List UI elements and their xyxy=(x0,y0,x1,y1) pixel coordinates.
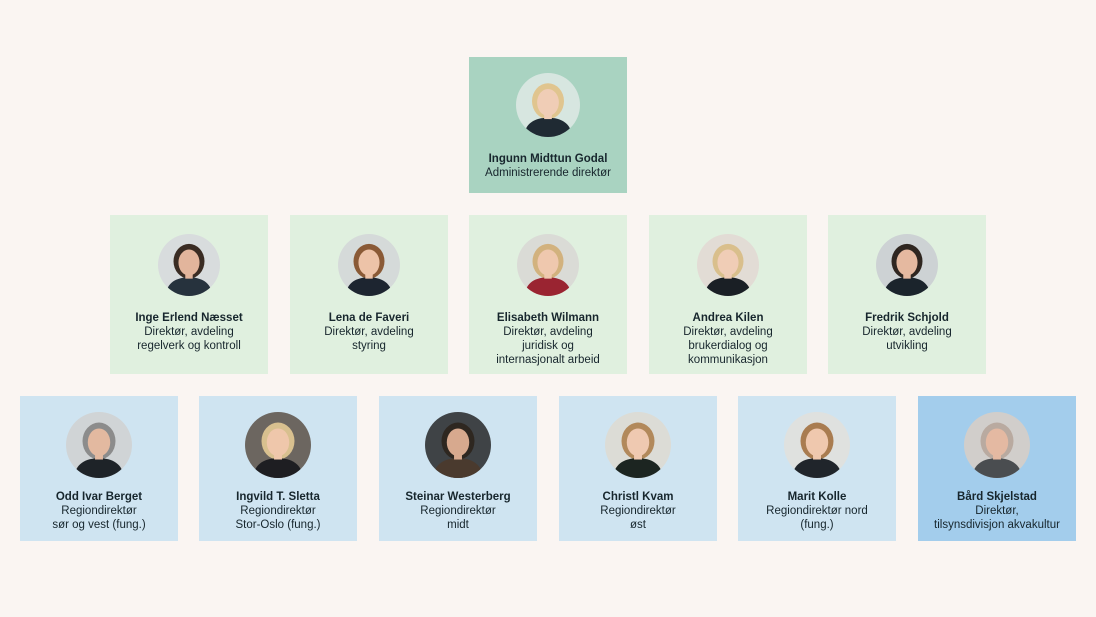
avatar xyxy=(964,412,1030,478)
avatar xyxy=(876,234,938,296)
avatar xyxy=(158,234,220,296)
org-card-region: Odd Ivar Berget Regiondirektør sør og ve… xyxy=(20,396,178,541)
portrait-face xyxy=(178,249,200,276)
person-name: Ingunn Midttun Godal xyxy=(488,153,608,165)
portrait-photo xyxy=(517,234,579,296)
avatar xyxy=(425,412,491,478)
portrait-clothing xyxy=(883,277,931,296)
person-name: Marit Kolle xyxy=(787,491,847,503)
org-card-region: Ingvild T. Sletta Regiondirektør Stor-Os… xyxy=(199,396,357,541)
person-title: internasjonalt arbeid xyxy=(496,354,600,366)
person-title: Regiondirektør xyxy=(61,505,137,517)
person-title: Regiondirektør xyxy=(240,505,316,517)
person-title: Regiondirektør xyxy=(420,505,496,517)
person-title: øst xyxy=(630,519,646,531)
org-card-department: Fredrik Schjold Direktør, avdeling utvik… xyxy=(828,215,986,374)
person-title: tilsynsdivisjon akvakultur xyxy=(934,519,1060,531)
person-title: Direktør, avdeling xyxy=(324,326,414,338)
portrait-face xyxy=(87,428,111,457)
person-title: Direktør, avdeling xyxy=(144,326,234,338)
portrait-photo xyxy=(876,234,938,296)
avatar xyxy=(338,234,400,296)
person-title: regelverk og kontroll xyxy=(137,340,241,352)
portrait-clothing xyxy=(523,117,573,137)
portrait-face xyxy=(266,428,290,457)
person-name: Andrea Kilen xyxy=(692,312,764,324)
portrait-photo xyxy=(964,412,1030,478)
person-title: Regiondirektør nord xyxy=(766,505,868,517)
org-card-department: Elisabeth Wilmann Direktør, avdeling jur… xyxy=(469,215,627,374)
org-card-department: Lena de Faveri Direktør, avdeling styrin… xyxy=(290,215,448,374)
portrait-photo xyxy=(516,73,580,137)
org-card-department: Andrea Kilen Direktør, avdeling brukerdi… xyxy=(649,215,807,374)
person-name: Lena de Faveri xyxy=(328,312,410,324)
person-name: Fredrik Schjold xyxy=(865,312,949,324)
portrait-photo xyxy=(425,412,491,478)
person-title: Regiondirektør xyxy=(600,505,676,517)
person-title: juridisk og xyxy=(522,340,574,352)
org-card-region: Steinar Westerberg Regiondirektør midt xyxy=(379,396,537,541)
org-card-region: Christl Kvam Regiondirektør øst xyxy=(559,396,717,541)
portrait-face xyxy=(626,428,650,457)
portrait-clothing xyxy=(791,458,843,478)
avatar xyxy=(516,73,580,137)
person-title: kommunikasjon xyxy=(688,354,768,366)
portrait-clothing xyxy=(612,458,664,478)
org-card-aquaculture: Bård Skjelstad Direktør, tilsynsdivisjon… xyxy=(918,396,1076,541)
portrait-face xyxy=(537,89,559,116)
person-title: Direktør, xyxy=(975,505,1019,517)
portrait-face xyxy=(985,428,1009,457)
person-name: Odd Ivar Berget xyxy=(55,491,143,503)
portrait-face xyxy=(358,249,380,276)
portrait-clothing xyxy=(252,458,304,478)
person-title: brukerdialog og xyxy=(688,340,768,352)
person-name: Steinar Westerberg xyxy=(405,491,511,503)
person-name: Inge Erlend Næsset xyxy=(135,312,243,324)
org-card-region: Marit Kolle Regiondirektør nord (fung.) xyxy=(738,396,896,541)
portrait-clothing xyxy=(971,458,1023,478)
portrait-clothing xyxy=(345,277,393,296)
person-title: styring xyxy=(352,340,386,352)
portrait-clothing xyxy=(73,458,125,478)
org-card-ceo: Ingunn Midttun Godal Administrerende dir… xyxy=(469,57,627,193)
portrait-photo xyxy=(245,412,311,478)
portrait-face xyxy=(805,428,829,457)
person-name: Ingvild T. Sletta xyxy=(236,491,320,503)
person-name: Christl Kvam xyxy=(602,491,674,503)
portrait-photo xyxy=(784,412,850,478)
avatar xyxy=(697,234,759,296)
person-title: Direktør, avdeling xyxy=(862,326,952,338)
person-title: Direktør, avdeling xyxy=(683,326,773,338)
person-name: Elisabeth Wilmann xyxy=(496,312,600,324)
portrait-photo xyxy=(66,412,132,478)
portrait-photo xyxy=(605,412,671,478)
person-title: sør og vest (fung.) xyxy=(52,519,146,531)
avatar xyxy=(66,412,132,478)
avatar xyxy=(784,412,850,478)
portrait-photo xyxy=(697,234,759,296)
avatar xyxy=(605,412,671,478)
portrait-face xyxy=(896,249,918,276)
portrait-photo xyxy=(158,234,220,296)
person-title: Administrerende direktør xyxy=(485,167,611,179)
person-title: Direktør, avdeling xyxy=(503,326,593,338)
portrait-clothing xyxy=(704,277,752,296)
person-title: Stor-Oslo (fung.) xyxy=(235,519,321,531)
portrait-face xyxy=(717,249,739,276)
portrait-clothing xyxy=(432,458,484,478)
portrait-face xyxy=(537,249,559,276)
avatar xyxy=(517,234,579,296)
avatar xyxy=(245,412,311,478)
person-title: midt xyxy=(447,519,469,531)
person-title: utvikling xyxy=(886,340,928,352)
org-card-department: Inge Erlend Næsset Direktør, avdeling re… xyxy=(110,215,268,374)
portrait-photo xyxy=(338,234,400,296)
portrait-face xyxy=(446,428,470,457)
portrait-clothing xyxy=(524,277,572,296)
portrait-clothing xyxy=(165,277,213,296)
person-title: (fung.) xyxy=(800,519,834,531)
person-name: Bård Skjelstad xyxy=(957,491,1037,503)
